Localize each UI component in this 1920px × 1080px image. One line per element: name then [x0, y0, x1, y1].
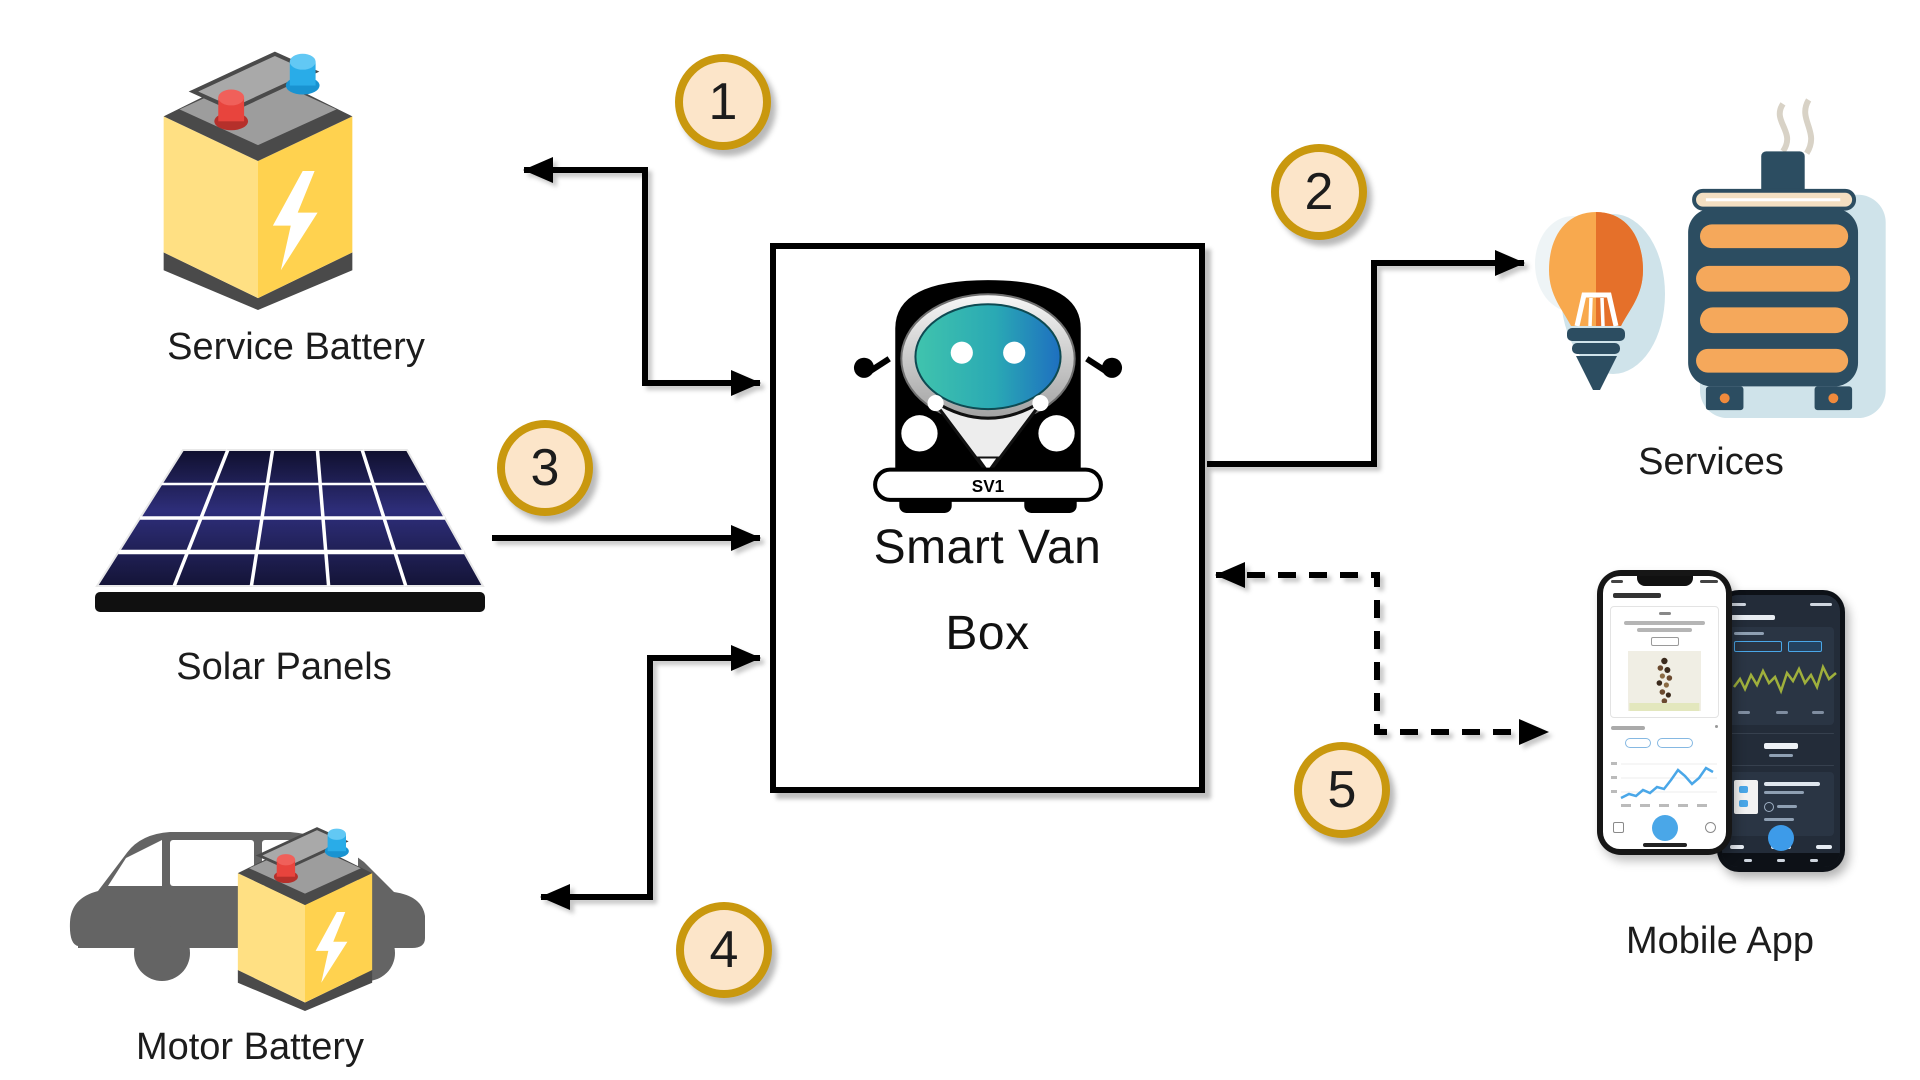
connection-2-line [1207, 250, 1525, 467]
heater-icon [1688, 98, 1886, 419]
blue-chart [1611, 762, 1717, 807]
smart-van-logo: SV1 [853, 280, 1123, 513]
services-label: Services [1638, 441, 1784, 483]
solar-panels-icon [95, 449, 485, 612]
connection-1-line [523, 157, 761, 396]
dark-phone-screen [1722, 595, 1840, 867]
badge-4: 4 [676, 902, 772, 998]
box-title-line1: Smart Van [873, 521, 1102, 574]
solar-panels-label: Solar Panels [176, 646, 392, 688]
box-title-line2: Box [945, 607, 1030, 660]
dark-phone-icon [1717, 590, 1845, 872]
service-battery-label: Service Battery [167, 326, 425, 368]
white-phone-icon [1597, 570, 1732, 855]
dark-phone-fab [1768, 825, 1794, 851]
lightbulb-icon [1535, 212, 1665, 390]
badge-1: 1 [675, 54, 771, 150]
connection-4-line [540, 645, 761, 910]
white-phone-fab [1651, 815, 1678, 841]
white-phone-screen [1603, 576, 1726, 849]
motor-battery-icon [230, 806, 380, 1011]
green-chart [1733, 663, 1837, 695]
mobile-app-label: Mobile App [1625, 920, 1814, 962]
motor-battery-label: Motor Battery [135, 1026, 365, 1068]
badge-3: 3 [497, 420, 593, 516]
phone-notch [1636, 576, 1693, 586]
service-battery-icon [152, 22, 364, 310]
badge-5: 5 [1294, 742, 1390, 838]
figure-illustration [1629, 657, 1700, 711]
connection-5-line [1215, 562, 1549, 745]
badge-2: 2 [1271, 144, 1367, 240]
license-plate: SV1 [972, 476, 1005, 496]
